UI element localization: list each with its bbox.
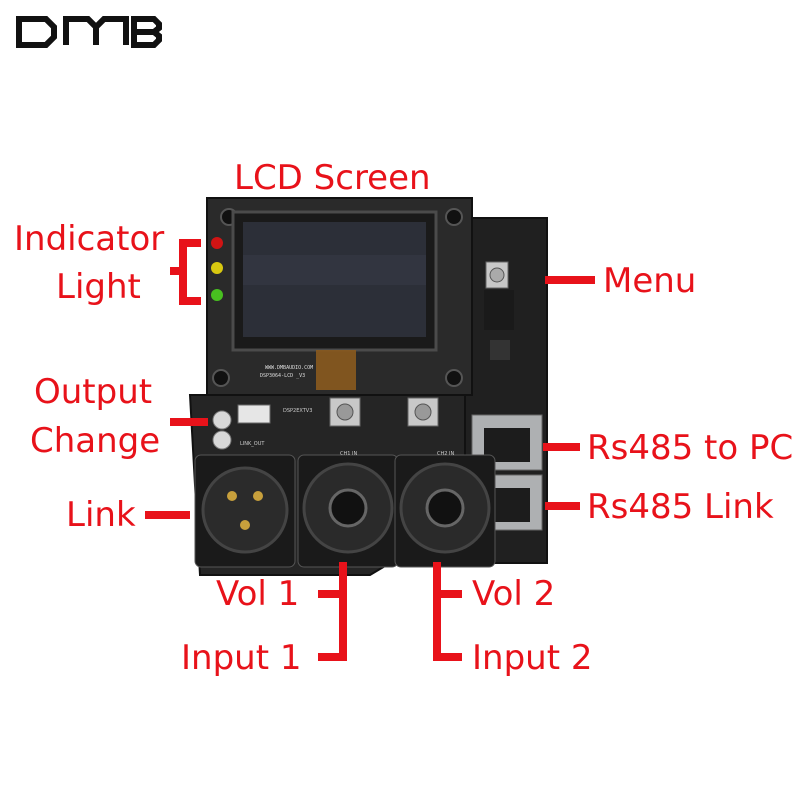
label-output-line1: Output [34, 372, 153, 412]
label-link: Link [66, 495, 136, 535]
combo-input-2 [394, 454, 496, 568]
pcb-silk-ch1: CH1 IN [340, 451, 357, 457]
label-rs485-pc: Rs485 to PC [587, 428, 794, 468]
xlr-link-connector [194, 454, 296, 568]
pcb-silk-ext: DSP2EXTV3 [283, 408, 312, 414]
volume-pots [329, 397, 439, 427]
pcb-silk-model: DSP3064-LCD _V3 [260, 373, 305, 379]
label-rs485-link: Rs485 Link [587, 487, 774, 527]
label-output-line2: Change [30, 421, 161, 461]
output-switch [212, 404, 271, 450]
screws [212, 208, 463, 387]
label-input2: Input 2 [472, 638, 593, 678]
label-indicator-line1: Indicator [14, 219, 165, 259]
dmb-logo [16, 16, 162, 48]
rj45-jacks [471, 414, 543, 531]
flex-cable [316, 350, 356, 390]
menu-encoder [484, 261, 514, 360]
indicator-leds [211, 237, 223, 301]
pcb-silk-url: WWW.DMBAUDIO.COM [265, 365, 313, 371]
combo-input-1 [297, 454, 399, 568]
label-vol1: Vol 1 [216, 574, 300, 614]
pcb-silk-ch2: CH2 IN [437, 451, 454, 457]
pcb-silk-link: LINK_OUT [240, 441, 265, 447]
label-menu: Menu [603, 261, 697, 301]
label-lcd-screen: LCD Screen [234, 158, 431, 198]
label-input1: Input 1 [181, 638, 302, 678]
label-vol2: Vol 2 [472, 574, 556, 614]
label-indicator-line2: Light [56, 267, 141, 307]
callout-lines [145, 239, 595, 661]
